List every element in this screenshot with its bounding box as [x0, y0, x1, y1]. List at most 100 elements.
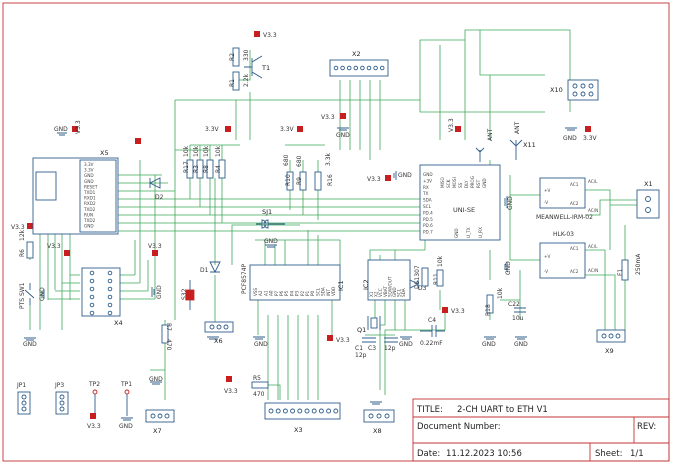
- x4-pin-pad: [89, 278, 95, 284]
- v33-flag: [442, 307, 448, 313]
- x5-pin-label: GND: [84, 173, 94, 178]
- ic2-part: DS1307: [414, 265, 421, 289]
- x3-pin-pad: [304, 408, 310, 414]
- ic2-pin-label: SQW/OUT: [387, 276, 392, 297]
- pullup-resistors: R17 R3 R8 R4 10k 10k 10k 10k: [183, 145, 226, 179]
- psu-pin: -V: [544, 200, 548, 205]
- x4-pin-pad: [89, 302, 95, 308]
- r4-value: 10k: [215, 145, 222, 157]
- x2-ref: X2: [352, 50, 361, 58]
- ic1-pin-label: P4: [289, 290, 294, 296]
- jp1-jumper: JP1: [16, 382, 31, 415]
- v33-flag: [27, 223, 33, 229]
- gnd-label: GND: [119, 423, 133, 430]
- sheet-value: 1/1: [630, 449, 644, 459]
- ground-icon: [121, 417, 133, 421]
- r12-resistor: [436, 269, 444, 287]
- x6-connector: X6: [204, 321, 234, 345]
- ground-icon: [253, 336, 265, 340]
- c22-ref: C22: [508, 301, 520, 308]
- sw1-ref: PTS SW1: [19, 282, 26, 309]
- x4-connector: X4: [81, 267, 123, 327]
- unise-pin-label: PD.6: [423, 223, 433, 228]
- unise-pin-label: GND: [423, 172, 433, 177]
- ground-icon: [41, 289, 45, 299]
- tp1-ref: TP1: [120, 381, 132, 388]
- v33-flag: [385, 175, 391, 181]
- gnd-label: GND: [505, 261, 512, 275]
- x3-pin-pad: [290, 408, 296, 414]
- d3-diode: D3: [409, 279, 427, 292]
- x4-ref: X4: [114, 319, 123, 327]
- x4-pins: [89, 270, 113, 316]
- psu-ref2: HLK-03: [553, 231, 574, 238]
- r1-value: 2.2k: [243, 73, 250, 87]
- x5-pin-label: GND: [84, 179, 94, 184]
- unise-pin-label: DLY: [464, 180, 469, 188]
- led-resistors: R10 680 R9 680 R16 3.3k: [283, 152, 334, 191]
- r1-ref: R1: [229, 79, 236, 87]
- psu-pin: +V: [544, 188, 551, 193]
- unise-pin-label: MOSI: [452, 177, 457, 188]
- ground-icon: [337, 127, 349, 131]
- ic1-ref: IC1: [337, 280, 345, 291]
- gnd-label: GND: [507, 196, 514, 210]
- ic1-part: PCF8574P: [241, 263, 248, 294]
- v33-label: 3.3V: [205, 126, 220, 133]
- x9-connector: X9: [596, 329, 626, 355]
- s32-button: S32: [181, 280, 195, 310]
- r6-ref: R6: [19, 249, 26, 257]
- x2-pin-pad: [346, 65, 352, 71]
- x5-pin-label: TXD2: [83, 207, 96, 212]
- x5-connector: X5 3.3V3.3VGNDGNDRESETTXD1RXD1RXD2TXD2RU…: [32, 149, 119, 235]
- t1-ref: T1: [261, 64, 270, 72]
- ic1-pin-label: P2: [300, 290, 305, 296]
- r11-value: 10k: [437, 255, 444, 267]
- unise-pin-label: PD.5: [423, 217, 433, 222]
- ic1-pin-label: A1: [263, 290, 268, 296]
- x11-ref: X11: [523, 141, 536, 149]
- x4-pin-pad: [89, 286, 95, 292]
- ground-icon: [150, 381, 162, 385]
- sj1-jumper: SJ1: [256, 208, 285, 229]
- gnd-label: GND: [514, 341, 528, 348]
- x1-ref: X1: [644, 180, 653, 188]
- gnd-label: GND: [156, 285, 163, 299]
- c4-capacitor: C4 0.22mF: [420, 317, 445, 347]
- x3-pin-pad: [318, 408, 324, 414]
- x3-pin-pad: [297, 408, 303, 414]
- x2-pin-pad: [379, 65, 385, 71]
- psu-pin: +V: [544, 254, 551, 259]
- c3-ref: C3: [368, 345, 376, 352]
- d2-diode: D2: [148, 177, 164, 201]
- ic2-pin-label: VBAT: [383, 286, 388, 297]
- gnd-label: GND: [399, 341, 413, 348]
- ground-icon: [265, 244, 277, 248]
- t1-transistor: T1: [244, 55, 270, 79]
- tp1-testpoint: TP1: [120, 381, 132, 416]
- x2-pin-pad: [373, 65, 378, 71]
- title-block: TITLE: 2-CH UART to ETH V1 Document Numb…: [412, 398, 670, 462]
- x2-connector: X2: [329, 50, 389, 77]
- r8-value: 10k: [203, 145, 210, 157]
- x9-ref: X9: [605, 347, 614, 355]
- psu-pin: AC2: [570, 201, 579, 206]
- x4-pin-pad: [107, 278, 113, 284]
- x1-connector: X1: [636, 180, 660, 219]
- c4-value: 0.22mF: [420, 340, 443, 347]
- jp3-ref: JP3: [54, 382, 64, 389]
- x4-pin-pad: [107, 286, 113, 292]
- r7-value: 470: [165, 339, 172, 351]
- x5-pin-label: TXD1: [83, 190, 96, 195]
- ground-icon: [504, 262, 508, 272]
- x5-pin-label: RXD1: [84, 196, 96, 201]
- title-label: TITLE:: [416, 405, 443, 415]
- psu-pin: AC2: [570, 269, 579, 274]
- ground-icon: [393, 171, 397, 180]
- unise-pin-label: SCL: [423, 204, 432, 209]
- v33-flag: [297, 126, 303, 132]
- ic1-pin-label: VDD: [331, 287, 336, 296]
- x5-pin-label: 3.3V: [84, 168, 94, 173]
